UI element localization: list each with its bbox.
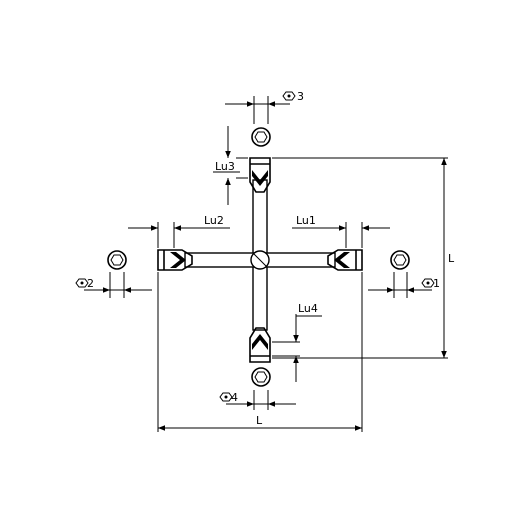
socket-top [249, 157, 271, 193]
dim-lu2: Lu2 [128, 214, 230, 248]
lu1-label: Lu1 [296, 214, 316, 227]
dim-length-horizontal: L [157, 272, 363, 432]
hex-view-left [107, 250, 127, 270]
dim-hex2: 2 [75, 272, 152, 298]
dim-lu3: Lu3 [213, 126, 248, 205]
hex3-label: 3 [297, 90, 304, 103]
dim-lu4: Lu4 [272, 302, 322, 382]
socket-left [157, 249, 193, 271]
hex-view-right [390, 250, 410, 270]
hex4-label: 4 [231, 391, 238, 404]
hex2-label: 2 [87, 277, 94, 290]
lu3-label: Lu3 [215, 160, 235, 173]
dim-length-vertical: L [272, 157, 455, 359]
socket-right [327, 249, 363, 271]
lu2-label: Lu2 [204, 214, 224, 227]
dim-hex4: 4 [219, 390, 296, 410]
dim-hex3: 3 [225, 90, 304, 124]
hex1-label: 1 [433, 277, 440, 290]
hex-view-bottom [251, 367, 271, 387]
length-h-label: L [256, 414, 263, 427]
length-v-label: L [448, 252, 455, 265]
socket-bottom [249, 327, 271, 363]
dim-hex1: 1 [368, 272, 440, 298]
lu4-label: Lu4 [298, 302, 318, 315]
dim-lu1: Lu1 [292, 214, 390, 248]
hex-view-top [251, 127, 271, 147]
